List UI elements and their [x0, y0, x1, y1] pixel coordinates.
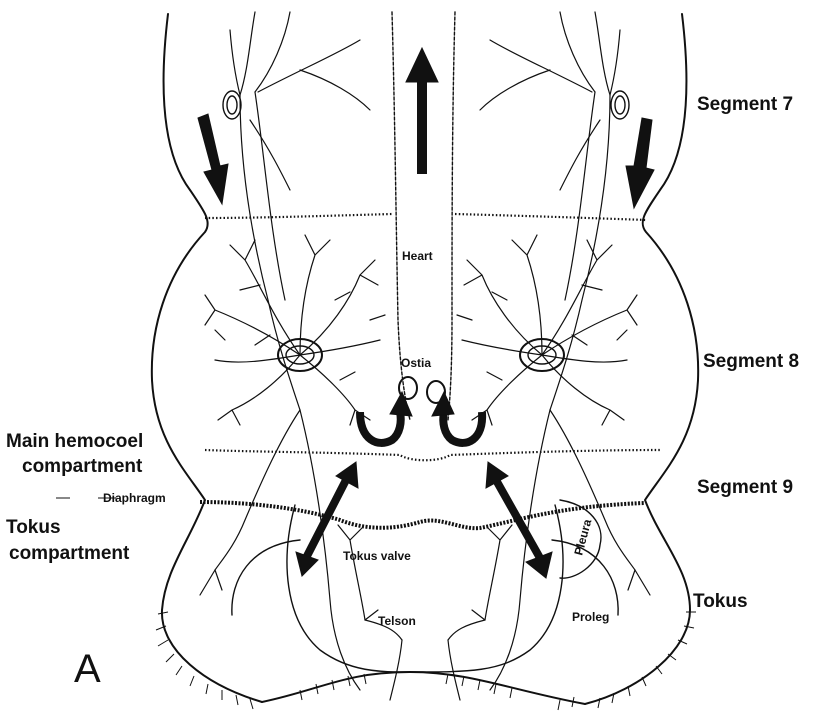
label-segment-9: Segment 9: [697, 477, 793, 498]
label-main-hemocoel-line1: Main hemocoel: [6, 431, 143, 452]
flow-arrows: [198, 48, 654, 578]
label-ostia: Ostia: [401, 356, 431, 370]
heart-flow-arrow: [406, 48, 438, 174]
label-tokus: Tokus: [693, 591, 748, 612]
label-telson: Telson: [378, 614, 416, 628]
panel-letter: A: [74, 647, 101, 691]
label-heart: Heart: [402, 249, 433, 263]
left-downflow-arrow: [198, 114, 228, 204]
label-segment-7: Segment 7: [697, 94, 793, 115]
label-tokus-valve: Tokus valve: [343, 549, 411, 563]
ostia: [399, 377, 445, 403]
trachea-right: [448, 12, 650, 700]
right-ostia-u-arrow: [432, 392, 482, 443]
trachea-left: [200, 12, 402, 700]
label-pleura: Pleura: [571, 517, 594, 556]
label-main-hemocoel-line2: compartment: [22, 456, 143, 477]
label-diaphragm: Diaphragm: [103, 491, 166, 505]
label-tokus-compartment-line1: Tokus: [6, 517, 61, 538]
setae: [156, 612, 696, 710]
right-downflow-arrow: [626, 118, 654, 208]
label-segment-8: Segment 8: [703, 351, 799, 372]
left-ostia-u-arrow: [360, 392, 412, 443]
label-proleg: Proleg: [572, 610, 609, 624]
label-tokus-compartment-line2: compartment: [9, 543, 130, 564]
